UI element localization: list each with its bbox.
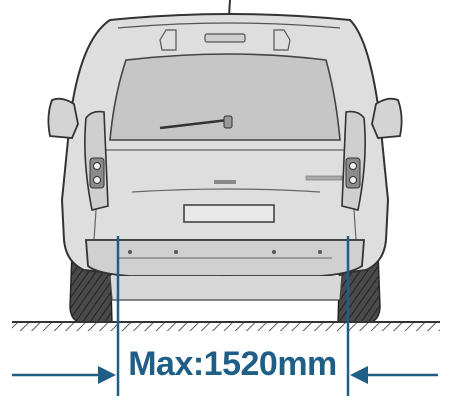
left-roof-hinge bbox=[159, 29, 177, 51]
left-mirror bbox=[47, 97, 79, 139]
ground-hatching bbox=[12, 322, 440, 331]
right-mirror bbox=[371, 97, 403, 139]
right-arrow-head bbox=[350, 366, 368, 384]
roof-line bbox=[117, 22, 341, 29]
rear-badge bbox=[214, 180, 236, 184]
rear-window bbox=[109, 53, 341, 141]
brake-light-strip bbox=[204, 33, 246, 43]
underbody bbox=[109, 275, 343, 301]
license-plate bbox=[183, 204, 275, 223]
right-roof-hinge bbox=[273, 29, 291, 51]
model-badge bbox=[305, 175, 343, 181]
tailgate-handle bbox=[131, 188, 321, 193]
rear-wiper bbox=[159, 118, 229, 130]
width-dimension-label: Max:1520mm bbox=[128, 345, 337, 383]
left-arrow-head bbox=[98, 366, 116, 384]
